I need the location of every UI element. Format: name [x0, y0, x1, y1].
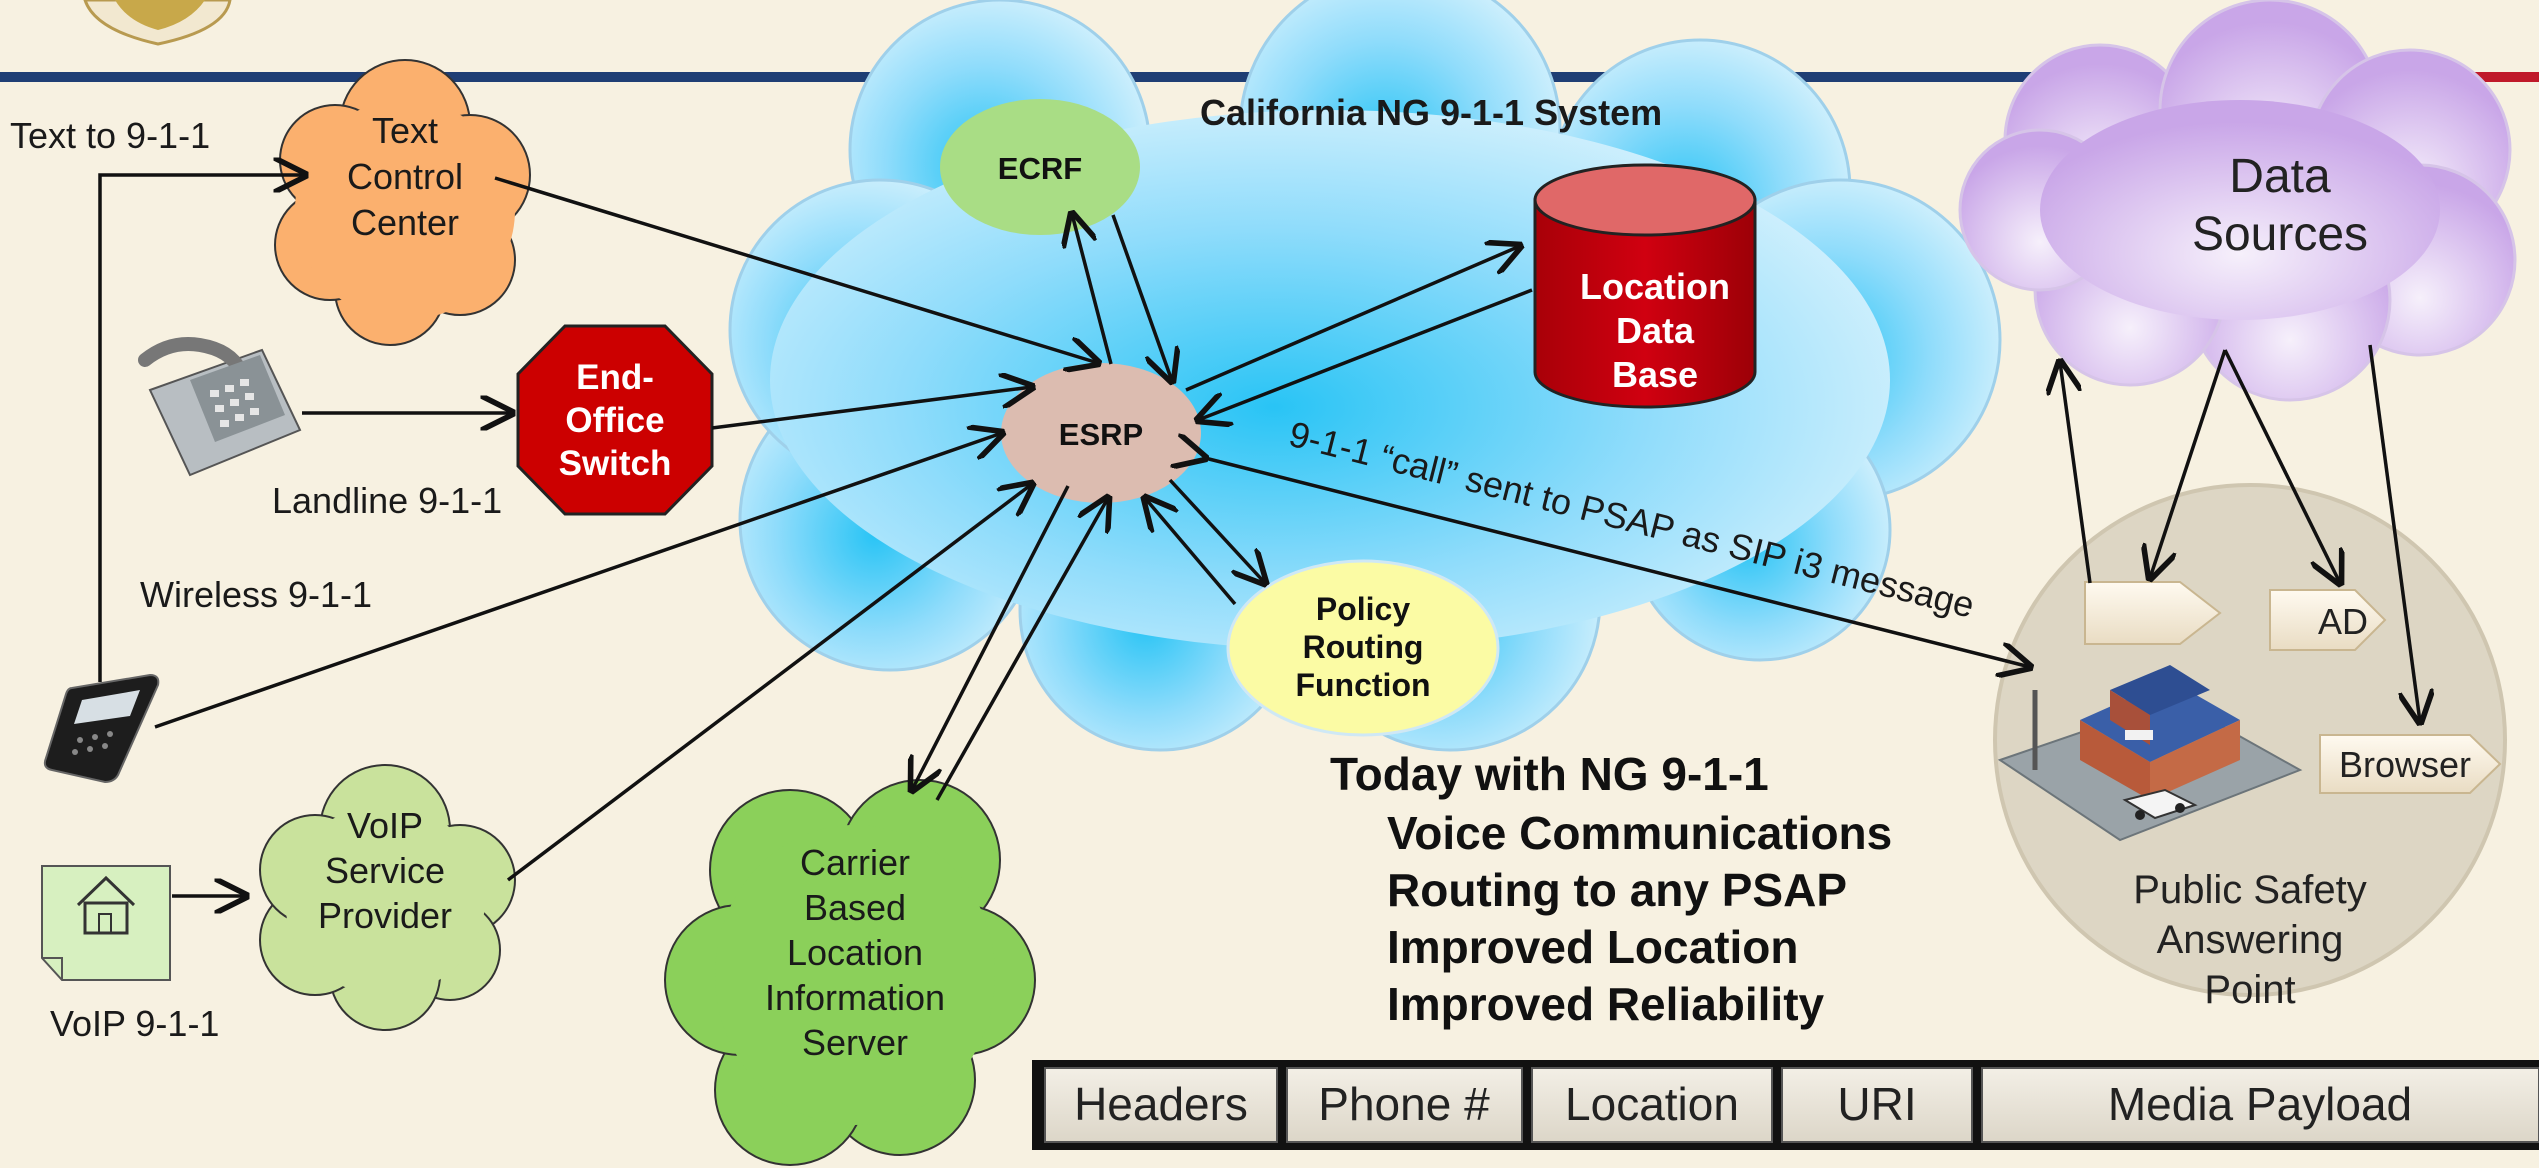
landline-911-label: Landline 9-1-1 — [272, 480, 502, 521]
sip-message-fields: Headers Phone # Location URI Media Paylo… — [1032, 1060, 2539, 1150]
arrow-esrp-to-carrier — [912, 485, 1070, 790]
field-label: URI — [1837, 1078, 1916, 1130]
data-sources-line-2: Sources — [2192, 208, 2368, 261]
location-database — [1533, 163, 1757, 409]
wireless-911-label: Wireless 9-1-1 — [140, 574, 372, 615]
desk-phone-icon — [138, 337, 302, 477]
benefit-item: Routing to any PSAP — [1387, 864, 1847, 916]
carrier-line-3: Location — [787, 932, 923, 973]
voip-provider-line-1: VoIP — [347, 805, 423, 846]
policy-line-2: Routing — [1303, 629, 1424, 665]
end-office-line-2: Office — [565, 401, 664, 440]
esrp-node — [1001, 363, 1201, 503]
svg-text:AD: AD — [2318, 601, 2368, 642]
arrow-text-to-center — [98, 175, 305, 682]
voip-provider-cloud — [259, 764, 516, 1031]
arrow-esrp-to-ecrf — [1072, 214, 1113, 365]
policy-line-1: Policy — [1316, 591, 1410, 627]
location-db-line-2: Data — [1616, 310, 1695, 351]
carrier-line-2: Based — [804, 887, 906, 928]
carrier-line-5: Server — [802, 1022, 908, 1063]
text-to-911-label: Text to 9-1-1 — [10, 115, 210, 156]
arrow-psap-to-data — [2060, 362, 2092, 584]
text-control-center-cloud — [274, 59, 531, 346]
data-sources-cloud — [1958, 0, 2517, 402]
psap-tag-ad: AD — [2269, 589, 2387, 651]
arrow-text-center-to-esrp — [494, 176, 1098, 363]
benefit-item: Improved Reliability — [1387, 978, 1825, 1030]
field-location — [1531, 1067, 1773, 1143]
arrow-voip-to-esrp — [506, 484, 1032, 882]
benefit-item: Improved Location — [1387, 921, 1798, 973]
arrow-data-to-browser — [2368, 344, 2420, 722]
end-office-switch — [516, 324, 714, 516]
arrow-data-to-tag — [2150, 349, 2227, 578]
arrow-db-to-esrp — [1198, 288, 1533, 420]
connection-arrows — [98, 175, 2420, 896]
location-db-line-3: Base — [1612, 354, 1698, 395]
field-uri — [1781, 1067, 1973, 1143]
text-center-line-3: Center — [351, 202, 459, 243]
carrier-lis-cloud — [664, 779, 1036, 1166]
voip-provider-line-2: Service — [325, 850, 445, 891]
house-icon — [41, 865, 171, 981]
psap-label-line-1: Public Safety — [2133, 868, 2366, 912]
cloud-title: California NG 9-1-1 System — [1200, 92, 1662, 133]
benefit-item: Voice Communications — [1387, 807, 1892, 859]
field-phone — [1286, 1067, 1523, 1143]
psap-tag-browser: Browser — [2319, 734, 2502, 794]
text-center-line-1: Text — [372, 110, 438, 151]
ecrf-label: ECRF — [998, 151, 1082, 186]
end-office-line-1: End- — [576, 358, 654, 397]
svg-text:Browser: Browser — [2339, 744, 2471, 785]
psap-label-line-2: Answering — [2157, 918, 2344, 962]
arrow-switch-to-esrp — [711, 387, 1032, 430]
police-station-icon — [1997, 665, 2303, 842]
arrow-ecrf-to-esrp — [1111, 214, 1172, 381]
data-sources-line-1: Data — [2229, 150, 2331, 203]
location-db-line-1: Location — [1580, 266, 1730, 307]
mobile-phone-icon — [43, 673, 160, 784]
arrow-wireless-to-esrp — [154, 433, 1002, 729]
field-label: Phone # — [1318, 1078, 1490, 1130]
voip-911-label: VoIP 9-1-1 — [50, 1003, 219, 1044]
field-media-payload — [1981, 1067, 2539, 1143]
psap-label-line-3: Point — [2204, 968, 2295, 1012]
field-label: Headers — [1074, 1078, 1248, 1130]
carrier-line-1: Carrier — [800, 842, 910, 883]
voip-provider-line-3: Provider — [318, 895, 452, 936]
field-label: Location — [1565, 1078, 1739, 1130]
policy-line-3: Function — [1295, 667, 1430, 703]
benefits-title: Today with NG 9-1-1 — [1330, 748, 1769, 800]
arrow-data-to-ad — [2223, 349, 2340, 583]
carrier-line-4: Information — [765, 977, 945, 1018]
field-label: Media Payload — [2108, 1078, 2412, 1130]
arrow-esrp-psap — [1205, 458, 2030, 667]
esrp-label: ESRP — [1059, 417, 1143, 452]
arrow-esrp-to-db — [1185, 246, 1520, 392]
ecrf-node — [940, 99, 1140, 235]
end-office-line-3: Switch — [559, 444, 672, 483]
text-center-line-2: Control — [347, 156, 463, 197]
arrow-carrier-to-esrp — [935, 498, 1108, 801]
field-headers — [1044, 1067, 1278, 1143]
logo-emblem-icon — [83, 0, 232, 46]
